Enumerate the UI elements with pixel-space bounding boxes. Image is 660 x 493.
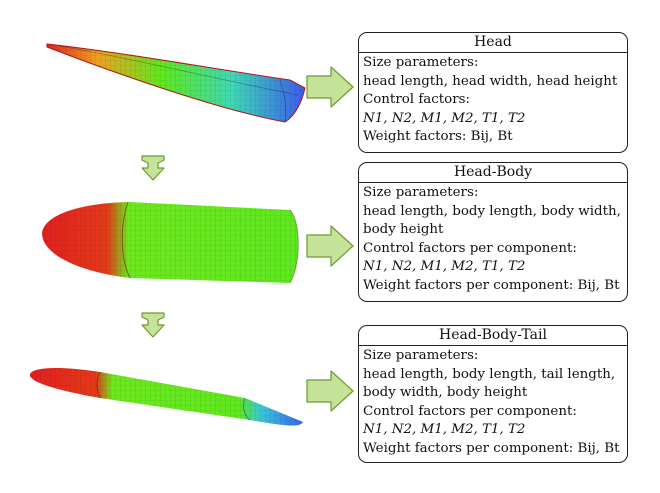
head-body-size-values: head length, body length, body width, bo…	[363, 203, 621, 238]
head-size-label: Size parameters:	[363, 55, 479, 70]
head-size-values: head length, head width, head height	[363, 73, 618, 89]
head-body-shape	[42, 201, 299, 284]
head-body-panel-title: Head-Body	[359, 163, 627, 183]
head-body-tail-panel-title: Head-Body-Tail	[359, 326, 627, 346]
head-body-tail-size-label: Size parameters:	[363, 348, 479, 363]
head-shape	[46, 43, 306, 123]
head-panel: Head Size parameters: head length, head …	[358, 32, 628, 153]
head-body-tail-shape	[30, 368, 303, 426]
right-arrow-head	[306, 66, 354, 108]
right-arrow-head-body-tail	[306, 370, 354, 412]
right-arrow-head-body	[306, 225, 354, 267]
head-control-values: N1, N2, M1, M2, T1, T2	[363, 110, 526, 126]
head-body-tail-panel: Head-Body-Tail Size parameters: head len…	[358, 325, 628, 463]
head-body-tail-control-values: N1, N2, M1, M2, T1, T2	[363, 422, 526, 438]
head-body-weight-factors: Weight factors per component: Bij, Bt	[363, 277, 620, 293]
head-body-tail-control-label: Control factors per component:	[363, 403, 577, 419]
head-body-control-values: N1, N2, M1, M2, T1, T2	[363, 259, 526, 275]
head-body-tail-weight-factors: Weight factors per component: Bij, Bt	[363, 440, 620, 456]
down-arrow-2	[141, 312, 165, 338]
down-arrow-1	[141, 155, 165, 181]
head-body-control-label: Control factors per component:	[363, 240, 577, 256]
head-body-tail-size-values: head length, body length, tail length, b…	[363, 366, 616, 401]
head-body-panel: Head-Body Size parameters: head length, …	[358, 162, 628, 302]
head-weight-factors: Weight factors: Bij, Bt	[363, 129, 513, 145]
head-control-label: Control factors:	[363, 92, 470, 108]
head-body-size-label: Size parameters:	[363, 185, 479, 200]
head-panel-title: Head	[359, 33, 627, 53]
